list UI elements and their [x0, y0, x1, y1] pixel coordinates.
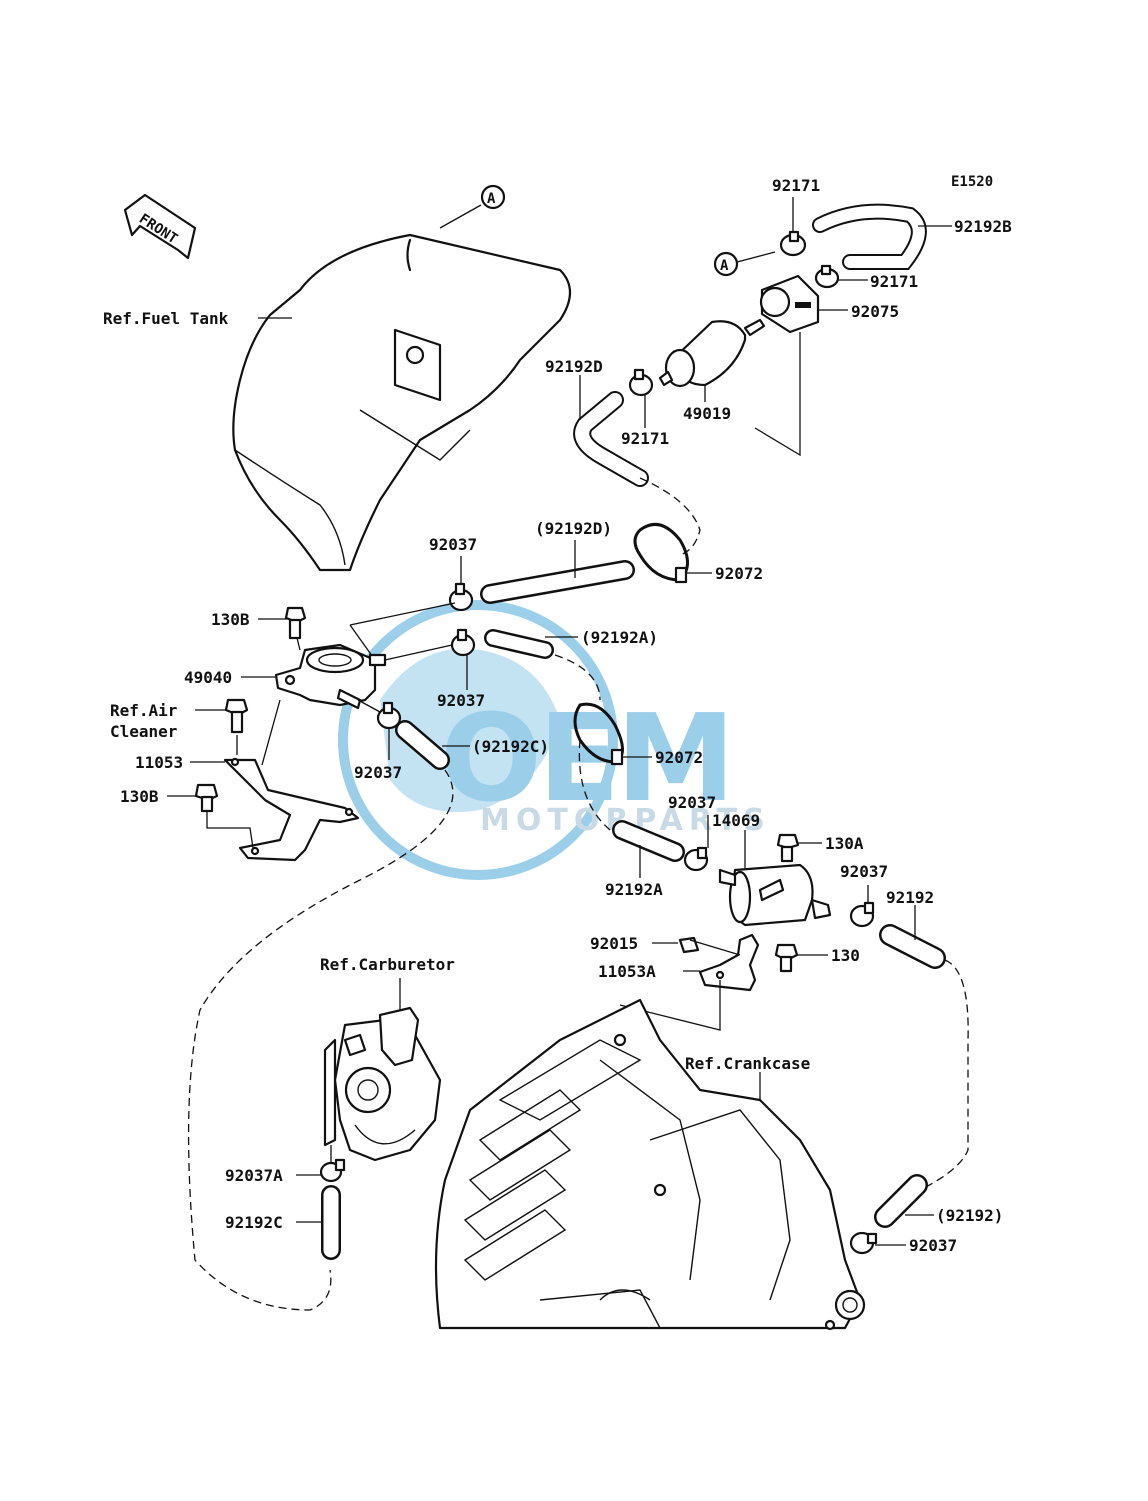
bracket-11053a [698, 933, 760, 992]
fuel-tank [232, 233, 572, 572]
label-92037-f: 92037 [909, 1236, 957, 1255]
band-clamp-92072-bottom [573, 702, 624, 766]
label-130b-bottom: 130B [120, 787, 159, 806]
label-92075: 92075 [851, 302, 899, 321]
hose-92192-lower [876, 1176, 926, 1226]
label-14069: 14069 [712, 811, 760, 830]
label-49040: 49040 [184, 668, 232, 687]
fuel-pump-14069 [718, 863, 832, 927]
clamp-92037-c [376, 701, 402, 730]
bolt-air-cleaner [224, 698, 249, 734]
front-arrow-icon: FRONT [123, 193, 197, 260]
label-11053: 11053 [135, 753, 183, 772]
label-92072-top: 92072 [715, 564, 763, 583]
ref-crankcase-label: Ref.Crankcase [685, 1054, 810, 1073]
label-92192d-paren: (92192D) [535, 519, 612, 538]
ref-air-cleaner-label-1: Ref.Air [110, 701, 177, 720]
crankcase [434, 998, 866, 1331]
label-130b-top: 130B [211, 610, 250, 629]
fuel-filter-49019 [658, 318, 766, 388]
nut-92015 [678, 936, 700, 954]
clamp-92037-b [450, 628, 476, 657]
band-clamp-92072-top [633, 522, 689, 584]
label-92015: 92015 [590, 934, 638, 953]
carburetor [323, 1006, 442, 1162]
bolt-130b-bottom [194, 783, 219, 813]
label-11053a: 11053A [598, 962, 656, 981]
label-92037-e: 92037 [840, 862, 888, 881]
hose-92192a [614, 822, 683, 860]
watermark-globe [380, 648, 560, 812]
hose-92192c-section [397, 722, 448, 768]
label-92037-c: 92037 [354, 763, 402, 782]
bolt-130b-top [284, 606, 307, 640]
marker-a-line [713, 251, 739, 277]
label-92037a: 92037A [225, 1166, 283, 1185]
bolt-130a [776, 833, 800, 863]
clamp-92171-top [779, 230, 807, 257]
label-49019: 49019 [683, 404, 731, 423]
clamp-92037-d [683, 846, 709, 872]
label-92192: 92192 [886, 888, 934, 907]
label-92192d: 92192D [545, 357, 603, 376]
marker-a-tank [480, 184, 506, 210]
label-92192-paren: (92192) [936, 1206, 1003, 1225]
bolt-130 [774, 943, 799, 973]
label-92192c: 92192C [225, 1213, 283, 1232]
label-92171-mid: 92171 [621, 429, 669, 448]
clamp-92037-a [448, 582, 474, 612]
label-92192b: 92192B [954, 217, 1012, 236]
bracket-11053 [223, 757, 360, 862]
clamp-92037a [319, 1158, 346, 1183]
fuel-cock-49040 [274, 643, 387, 710]
svg-text:A: A [720, 258, 729, 274]
label-92037-d: 92037 [668, 793, 716, 812]
hose-92192 [881, 926, 944, 967]
clamp-92037-e [849, 901, 875, 928]
label-130a: 130A [825, 834, 864, 853]
watermark-logo: OEM [440, 690, 731, 829]
hose-92192a-section [486, 631, 552, 657]
clamp-92171-right [814, 264, 840, 289]
ref-fuel-tank-label: Ref.Fuel Tank [103, 309, 229, 328]
label-130: 130 [831, 946, 860, 965]
label-92192c-paren: (92192C) [472, 737, 549, 756]
clamp-92037-f [849, 1231, 878, 1255]
svg-text:A: A [487, 191, 496, 207]
ref-carburetor-label: Ref.Carburetor [320, 955, 455, 974]
clamp-92171-mid [628, 368, 654, 397]
label-92192a: 92192A [605, 880, 663, 899]
label-92037-a: 92037 [429, 535, 477, 554]
watermark-ring [338, 600, 618, 880]
hose-92192d-section [482, 562, 633, 602]
filter-holder-92075 [759, 274, 820, 334]
label-92072-bottom: 92072 [655, 748, 703, 767]
label-92192a-paren: (92192A) [581, 628, 658, 647]
label-92037-b: 92037 [437, 691, 485, 710]
diagram-code: E1520 [951, 174, 993, 190]
label-92171-top: 92171 [772, 176, 820, 195]
hose-92192d [575, 393, 647, 485]
hose-92192b [814, 205, 925, 268]
label-92171-right: 92171 [870, 272, 918, 291]
watermark: OEM MOTORPARTS [338, 600, 765, 880]
ref-air-cleaner-label-2: Cleaner [110, 722, 177, 741]
